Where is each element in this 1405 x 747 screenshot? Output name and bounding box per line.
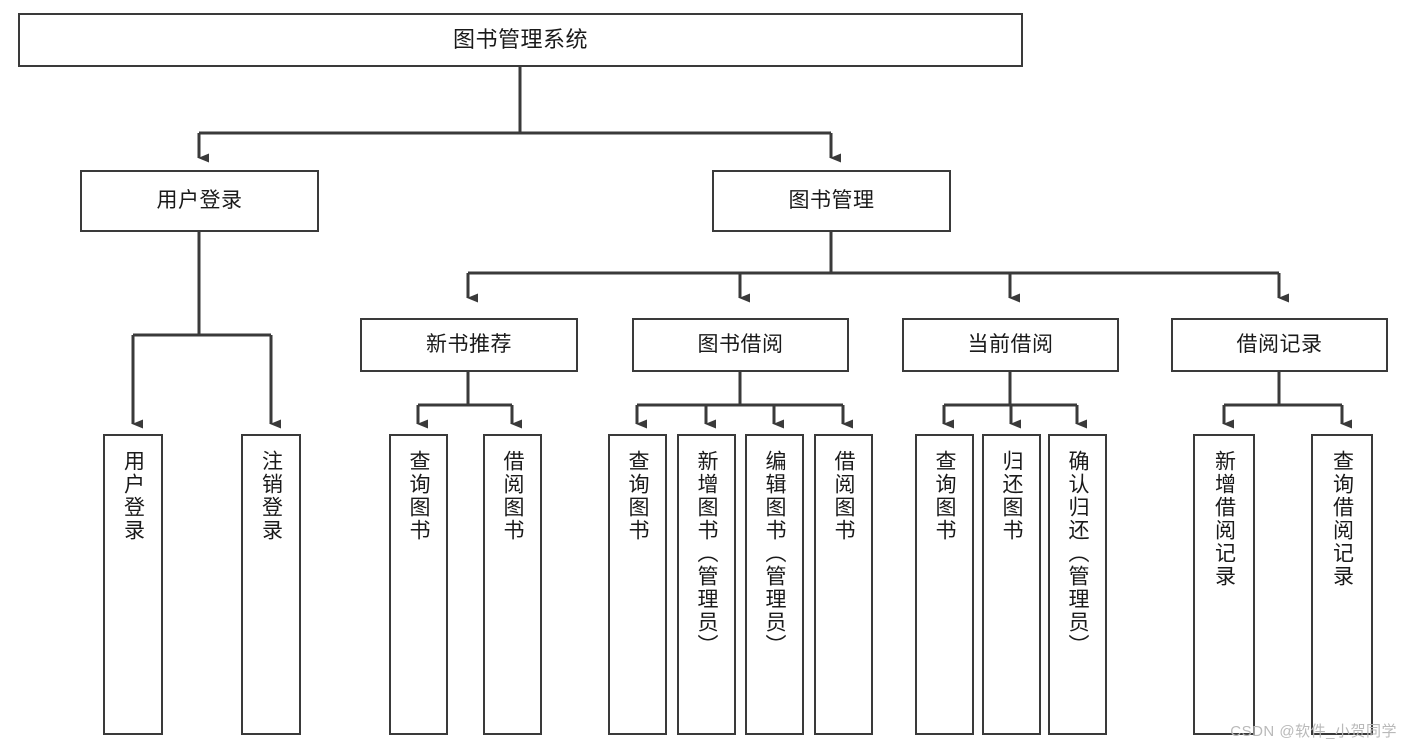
node-book-borrow[interactable]: 图书借阅 — [632, 318, 849, 372]
node-label: 当前借阅 — [967, 333, 1054, 357]
node-leaf-add-record[interactable]: 新增借阅记录 — [1193, 434, 1255, 735]
node-leaf-confirm-return[interactable]: 确认归还（管理员） — [1048, 434, 1107, 735]
node-label: 借阅图书 — [832, 450, 855, 542]
node-label: 归还图书 — [1000, 450, 1023, 542]
node-label: 借阅图书 — [501, 450, 524, 542]
node-label: 新增借阅记录 — [1212, 450, 1236, 588]
node-user-login[interactable]: 用户登录 — [80, 170, 319, 232]
node-label: 新书推荐 — [426, 333, 512, 357]
node-label: 借阅记录 — [1236, 333, 1323, 357]
node-leaf-borrow-book-2[interactable]: 借阅图书 — [814, 434, 873, 735]
node-leaf-user-login[interactable]: 用户登录 — [103, 434, 163, 735]
csdn-watermark: CSDN @软件_小贺同学 — [1230, 723, 1397, 740]
node-leaf-return-book[interactable]: 归还图书 — [982, 434, 1041, 735]
node-label: 编辑图书（管理员） — [763, 450, 786, 657]
node-leaf-add-book[interactable]: 新增图书（管理员） — [677, 434, 736, 735]
node-leaf-query-book-1[interactable]: 查询图书 — [389, 434, 448, 735]
node-label: 图书管理系统 — [452, 26, 588, 52]
node-leaf-user-logout[interactable]: 注销登录 — [241, 434, 301, 735]
node-leaf-query-book-3[interactable]: 查询图书 — [915, 434, 974, 735]
node-new-book-recommend[interactable]: 新书推荐 — [360, 318, 578, 372]
node-label: 图书管理 — [788, 189, 875, 213]
node-leaf-query-book-2[interactable]: 查询图书 — [608, 434, 667, 735]
node-root-system[interactable]: 图书管理系统 — [18, 13, 1023, 67]
node-leaf-query-record[interactable]: 查询借阅记录 — [1311, 434, 1373, 735]
node-borrow-record[interactable]: 借阅记录 — [1171, 318, 1388, 372]
node-label: 确认归还（管理员） — [1066, 450, 1089, 657]
node-leaf-borrow-book-1[interactable]: 借阅图书 — [483, 434, 542, 735]
node-label: 查询图书 — [626, 450, 649, 542]
node-book-management[interactable]: 图书管理 — [712, 170, 951, 232]
node-label: 新增图书（管理员） — [695, 450, 718, 657]
node-label: 图书借阅 — [697, 333, 784, 357]
node-label: 用户登录 — [121, 450, 145, 542]
node-label: 查询借阅记录 — [1330, 450, 1354, 588]
node-leaf-edit-book[interactable]: 编辑图书（管理员） — [745, 434, 804, 735]
node-label: 查询图书 — [407, 450, 430, 542]
node-current-borrow[interactable]: 当前借阅 — [902, 318, 1119, 372]
node-label: 用户登录 — [156, 189, 243, 213]
node-label: 查询图书 — [933, 450, 956, 542]
node-label: 注销登录 — [259, 450, 283, 542]
